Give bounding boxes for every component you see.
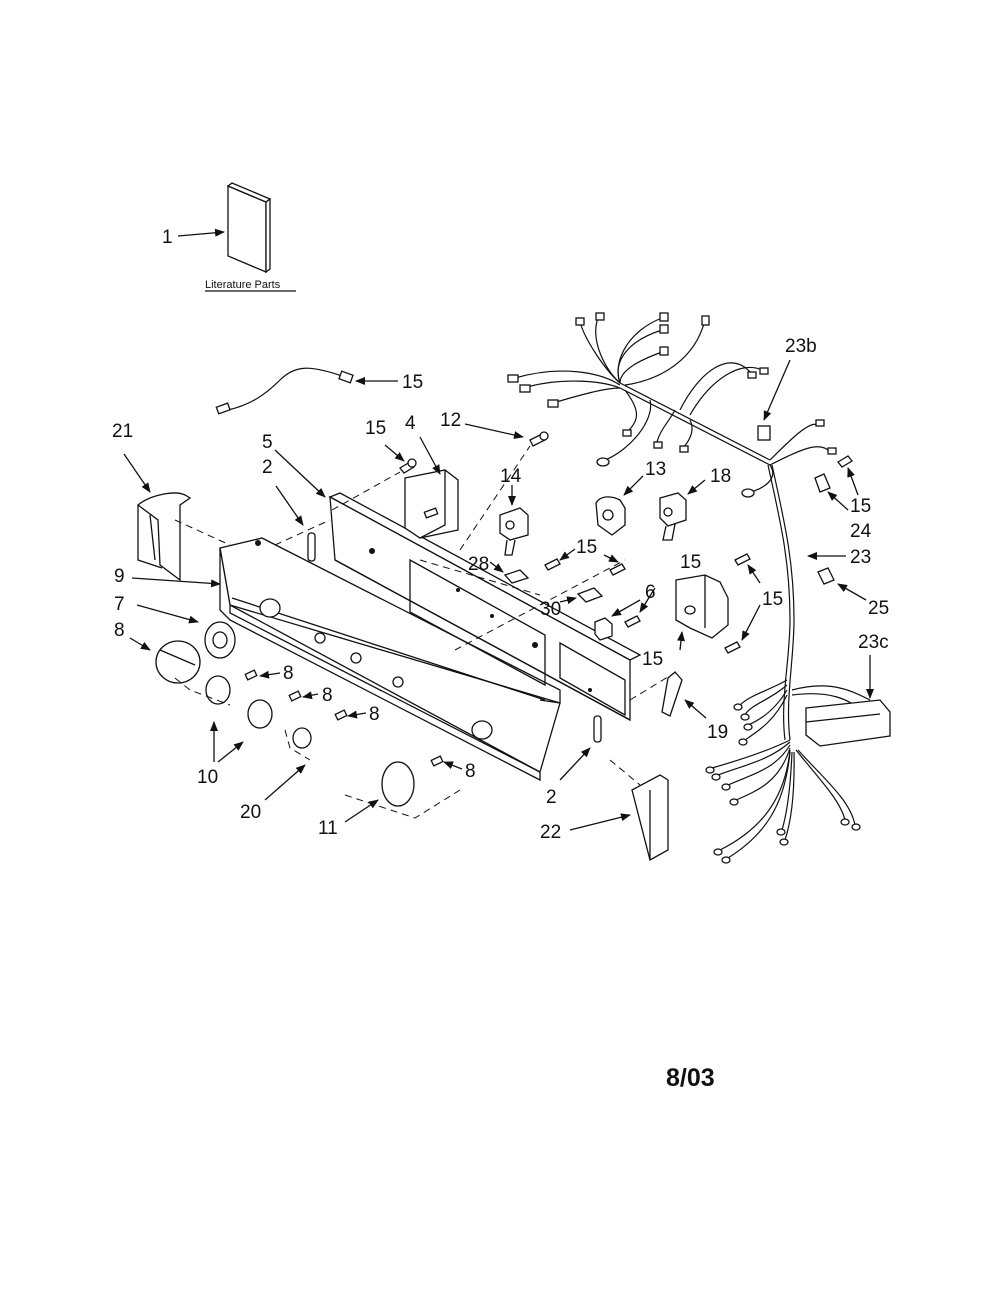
- callout-15-d: 15: [762, 589, 783, 610]
- callout-9: 9: [114, 566, 125, 587]
- callout-8-d: 8: [465, 761, 476, 782]
- callout-29: 21: [112, 421, 133, 442]
- callout-22: 22: [540, 822, 561, 843]
- rear-panel-3: [328, 492, 642, 722]
- callout-23: 23: [850, 547, 871, 568]
- callout-5: 6: [645, 582, 656, 603]
- wire-harness-23: [507, 312, 837, 741]
- switch-4: [404, 469, 459, 539]
- bezel-6: [204, 621, 236, 659]
- callout-15-c: 15: [680, 552, 701, 573]
- callout-15-a: 15: [365, 418, 386, 439]
- callout-21: 19: [707, 722, 728, 743]
- callout-28: 28: [468, 554, 489, 575]
- wire-harness-lower: [705, 679, 891, 864]
- screw-15-e: [837, 455, 853, 468]
- callout-25: 25: [868, 598, 889, 619]
- callout-23b: 23b: [785, 336, 817, 357]
- screw-15-c: [624, 615, 641, 628]
- part-5: [594, 617, 613, 641]
- end-cap-22: [631, 774, 669, 861]
- callout-19: 15: [642, 649, 663, 670]
- callout-12: 12: [440, 410, 461, 431]
- callout-2-right: 2: [546, 787, 557, 808]
- callout-1: 1: [162, 227, 173, 248]
- callout-10: 10: [197, 767, 218, 788]
- clip-8: [244, 669, 444, 767]
- callout-16: 18: [710, 466, 731, 487]
- callout-13: 13: [645, 459, 666, 480]
- callout-18: 15: [402, 372, 423, 393]
- callout-7: 8: [114, 620, 125, 641]
- callout-23c: 23c: [858, 632, 889, 653]
- callout-14: 14: [500, 466, 522, 487]
- console-panel-9: [219, 537, 561, 782]
- callout-20: 20: [240, 802, 261, 823]
- clip-25: [817, 567, 835, 585]
- callout-8-b: 8: [322, 685, 333, 706]
- knob-10b: [247, 699, 273, 729]
- leader-1: [177, 228, 225, 237]
- callout-8-a: 8: [283, 663, 294, 684]
- callout-3: 5: [262, 432, 273, 453]
- knob-20: [292, 727, 312, 749]
- screw-15-d: [724, 553, 751, 654]
- pin-2-right: [593, 715, 602, 743]
- callout-15-e: 15: [850, 496, 871, 517]
- knob-10a: [205, 675, 231, 705]
- switch-16: [659, 492, 687, 541]
- clip-28: [503, 569, 530, 584]
- callout-15-b: 15: [576, 537, 597, 558]
- end-cap-29: [136, 492, 192, 582]
- timer-19: [675, 574, 729, 639]
- knob-11: [381, 761, 415, 807]
- screw-15-b: [544, 558, 626, 576]
- callout-2-left: 2: [262, 457, 273, 478]
- literature-booklet: [226, 182, 272, 274]
- wire-18: [215, 367, 354, 415]
- callout-11: 11: [318, 818, 338, 839]
- literature-parts-label: Literature Parts: [205, 279, 281, 291]
- knob-7: [155, 640, 201, 684]
- clip-24: [814, 473, 831, 493]
- date-code: 8/03: [666, 1064, 715, 1092]
- callout-8-c: 8: [369, 704, 380, 725]
- pin-2-left: [307, 532, 316, 562]
- callout-30: 30: [540, 599, 561, 620]
- screw-15-a: [399, 458, 417, 474]
- callout-24: 24: [850, 521, 872, 542]
- switch-13: [595, 496, 626, 536]
- callout-6: 7: [114, 594, 125, 615]
- screw-12: [529, 431, 549, 447]
- switch-14: [499, 507, 529, 556]
- callout-4: 4: [405, 413, 416, 434]
- clip-30: [576, 587, 604, 603]
